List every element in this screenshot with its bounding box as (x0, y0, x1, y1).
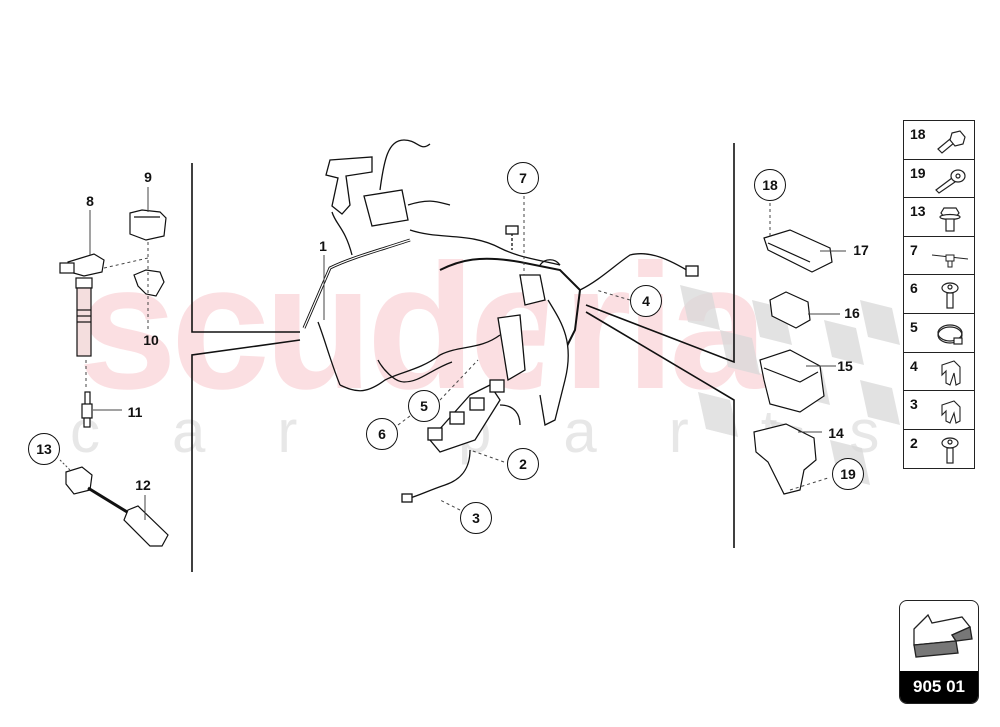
callout-2[interactable]: 2 (507, 448, 539, 480)
arrow-icon (913, 613, 973, 658)
callout-13[interactable]: 13 (28, 433, 60, 465)
legend-number: 13 (910, 203, 926, 220)
legend-number: 6 (910, 280, 918, 297)
callout-5[interactable]: 5 (408, 390, 440, 422)
cable-tie-icon (932, 254, 968, 268)
part-label-14[interactable]: 14 (828, 425, 844, 441)
left-leader-lines (59, 187, 149, 520)
legend-number: 2 (910, 434, 918, 451)
part-label-9[interactable]: 9 (144, 169, 152, 185)
hex-flange-bolt-icon (939, 207, 961, 232)
page-reference-code: 905 01 (900, 671, 978, 703)
part-label-10[interactable]: 10 (143, 332, 159, 348)
spark-plug-wrench-drawing (65, 466, 169, 547)
callout-18[interactable]: 18 (754, 169, 786, 201)
legend-number: 4 (910, 357, 918, 374)
engine-wiring-harness-drawing (302, 139, 699, 503)
legend-row-18[interactable]: 18 (904, 121, 974, 160)
hex-bolt-icon (937, 130, 966, 154)
legend-number: 5 (910, 318, 918, 335)
callout-19[interactable]: 19 (832, 458, 864, 490)
clip-drawing (133, 269, 165, 297)
callout-7[interactable]: 7 (507, 162, 539, 194)
legend-number: 18 (910, 126, 926, 142)
torx-screw-icon (941, 282, 959, 309)
fastener-legend: 18 19 13 7 6 5 4 3 (903, 120, 975, 470)
legend-row-6[interactable]: 6 (904, 275, 974, 314)
torx-screw-icon (941, 437, 959, 464)
torx-screw-icon (935, 168, 966, 194)
callout-3[interactable]: 3 (460, 502, 492, 534)
spring-clip-icon (941, 359, 961, 386)
callout-6[interactable]: 6 (366, 418, 398, 450)
part-label-11[interactable]: 11 (127, 404, 143, 420)
coil-cap-drawing (129, 209, 167, 241)
legend-number: 7 (910, 241, 918, 258)
callout-4[interactable]: 4 (630, 285, 662, 317)
right-leader-lines (769, 203, 846, 491)
legend-number: 19 (910, 164, 926, 181)
legend-row-19[interactable]: 19 (904, 160, 974, 199)
control-unit-drawing (763, 229, 833, 273)
part-label-17[interactable]: 17 (853, 242, 869, 258)
legend-number: 3 (910, 396, 918, 413)
spark-plug-drawing (81, 391, 93, 428)
legend-row-4[interactable]: 4 (904, 353, 974, 392)
legend-row-7[interactable]: 7 (904, 237, 974, 276)
legend-row-13[interactable]: 13 (904, 198, 974, 237)
part-label-1[interactable]: 1 (319, 238, 327, 254)
part-label-12[interactable]: 12 (135, 477, 151, 493)
center-leader-lines (323, 196, 631, 511)
spring-clip-icon (941, 400, 961, 424)
relay-carrier-drawing (769, 291, 811, 329)
fuse-box-housing-drawing (759, 349, 825, 413)
hose-clamp-icon (937, 324, 963, 345)
legend-row-5[interactable]: 5 (904, 314, 974, 353)
legend-row-2[interactable]: 2 (904, 430, 974, 469)
legend-row-3[interactable]: 3 (904, 391, 974, 430)
page-reference-badge[interactable]: 905 01 (899, 600, 979, 704)
part-label-8[interactable]: 8 (86, 193, 94, 209)
bracket-drawing (753, 423, 817, 495)
section-dividers (191, 143, 735, 572)
part-label-15[interactable]: 15 (837, 358, 853, 374)
part-label-16[interactable]: 16 (844, 305, 860, 321)
ignition-coil-drawing (59, 253, 105, 357)
